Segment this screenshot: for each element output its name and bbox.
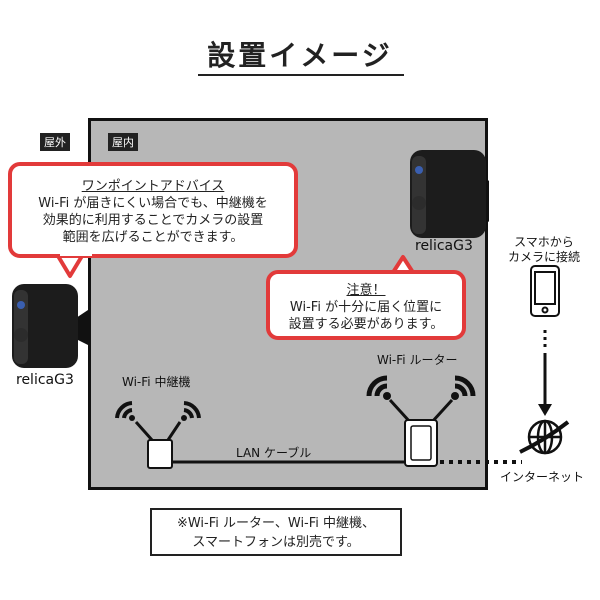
lan-cable-label: LAN ケーブル xyxy=(236,446,312,460)
outdoor-camera-label: relicaG3 xyxy=(16,372,74,388)
router-icon xyxy=(388,398,454,467)
outdoor-camera-icon xyxy=(12,284,88,368)
repeater-icon xyxy=(134,421,182,469)
advice-line: 範囲を広げることができます。 xyxy=(62,230,244,245)
title-underline xyxy=(198,74,404,76)
repeater-label: Wi-Fi 中継機 xyxy=(122,375,191,389)
caution-tail-cover xyxy=(394,274,412,279)
advice-line: 効果的に利用することでカメラの設置 xyxy=(42,213,264,228)
indoor-camera-icon xyxy=(410,150,489,238)
smartphone-icon xyxy=(530,265,560,317)
router-label: Wi-Fi ルーター xyxy=(377,353,458,367)
note-box: ※Wi-Fi ルーター、Wi-Fi 中継機、 スマートフォンは別売です。 xyxy=(150,508,402,556)
globe-icon xyxy=(519,419,570,455)
indoor-tag: 屋内 xyxy=(108,133,138,151)
caution-bubble: 注意！ Wi-Fi が十分に届く位置に 設置する必要があります。 xyxy=(266,270,466,340)
advice-bubble: ワンポイントアドバイス Wi-Fi が届きにくい場合でも、中継機を 効果的に利用… xyxy=(8,162,298,258)
caution-bubble-tail xyxy=(390,255,416,276)
note-line: スマートフォンは別売です。 xyxy=(192,535,360,550)
note-line: ※Wi-Fi ルーター、Wi-Fi 中継機、 xyxy=(176,516,376,531)
advice-heading: ワンポイントアドバイス xyxy=(81,179,225,194)
phone-label: スマホから カメラに接続 xyxy=(498,235,590,265)
repeater-wifi-icon xyxy=(115,401,201,421)
indoor-camera-label: relicaG3 xyxy=(415,238,473,254)
internet-label: インターネット xyxy=(500,470,585,484)
router-wifi-icon xyxy=(366,375,476,400)
caution-line: 設置する必要があります。 xyxy=(288,317,444,332)
advice-tail-cover xyxy=(60,250,92,256)
advice-line: Wi-Fi が届きにくい場合でも、中継機を xyxy=(38,196,268,211)
caution-heading: 注意！ xyxy=(346,283,386,298)
outdoor-tag: 屋外 xyxy=(40,133,70,151)
advice-bubble-tail xyxy=(56,254,84,278)
phone-label-line: スマホから xyxy=(514,235,574,249)
arrow-down-icon xyxy=(538,404,552,416)
caution-line: Wi-Fi が十分に届く位置に xyxy=(289,300,443,315)
page-title: 設置イメージ xyxy=(207,39,393,72)
phone-label-line: カメラに接続 xyxy=(507,250,580,264)
